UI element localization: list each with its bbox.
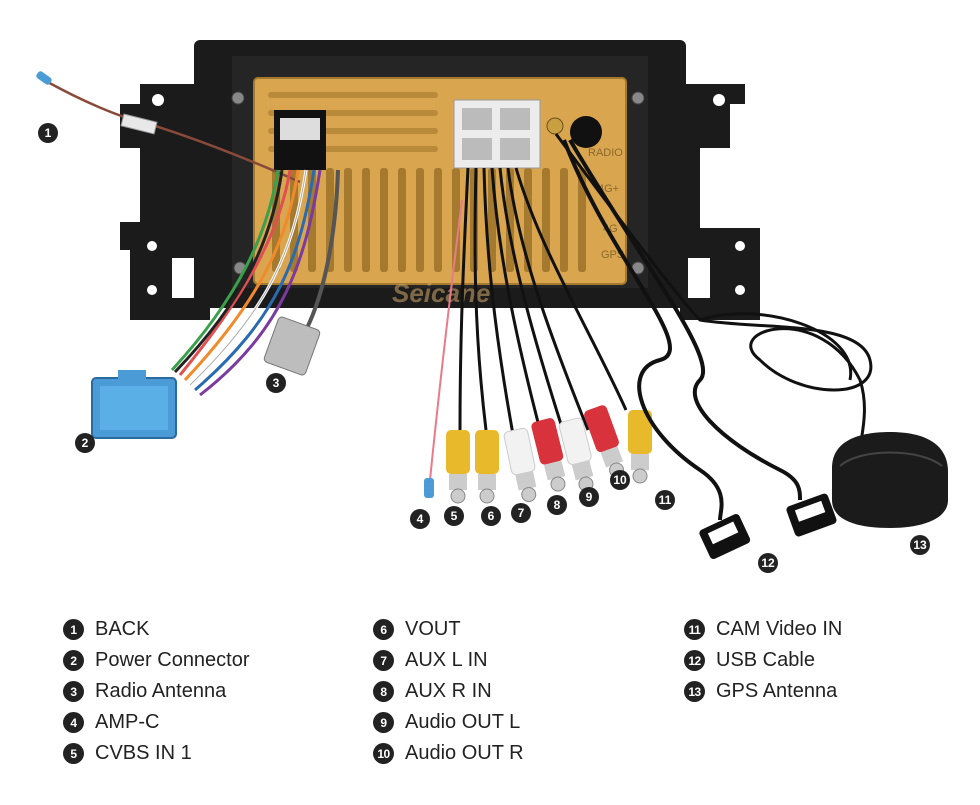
main-harness-socket bbox=[274, 110, 326, 170]
legend-number-badge: 8 bbox=[373, 681, 394, 702]
legend-label: GPS Antenna bbox=[716, 680, 838, 702]
svg-text:4: 4 bbox=[417, 512, 424, 526]
callout-2: 2 bbox=[75, 433, 95, 453]
legend-number-badge: 4 bbox=[63, 712, 84, 733]
callout-11: 11 bbox=[655, 490, 675, 510]
radio-antenna-socket bbox=[570, 116, 602, 148]
legend-item-amp-c: 4 AMP-C bbox=[63, 707, 250, 738]
svg-text:13: 13 bbox=[913, 538, 927, 552]
legend-label: AUX L IN bbox=[405, 649, 488, 671]
callout-13: 13 bbox=[910, 535, 930, 555]
legend-label: Power Connector bbox=[95, 649, 250, 671]
callout-1: 1 bbox=[38, 123, 58, 143]
svg-text:11: 11 bbox=[659, 493, 672, 507]
legend-item-audio-out-r: 10 Audio OUT R bbox=[373, 738, 524, 769]
svg-text:6: 6 bbox=[488, 509, 495, 523]
legend-label: CAM Video IN bbox=[716, 618, 843, 640]
usb-plug-2 bbox=[786, 493, 837, 537]
legend-item-back: 1 BACK bbox=[63, 614, 250, 645]
callout-4: 4 bbox=[410, 509, 430, 529]
svg-text:2: 2 bbox=[82, 436, 89, 450]
callout-5: 5 bbox=[444, 506, 464, 526]
callout-6: 6 bbox=[481, 506, 501, 526]
legend-label: Audio OUT R bbox=[405, 742, 524, 764]
svg-text:10: 10 bbox=[613, 473, 627, 487]
legend-label: VOUT bbox=[405, 618, 461, 640]
power-connector bbox=[91, 370, 177, 439]
callout-9: 9 bbox=[579, 487, 599, 507]
legend-number-badge: 12 bbox=[684, 650, 705, 671]
legend-column-3: 11 CAM Video IN 12 USB Cable 13 GPS Antenna bbox=[684, 614, 842, 707]
callout-badges: 1 2 3 4 5 6 7 8 9 10 11 12 13 bbox=[38, 123, 930, 573]
amp-c-tip bbox=[424, 478, 434, 498]
legend-number-badge: 1 bbox=[63, 619, 84, 640]
legend-label: AMP-C bbox=[95, 711, 160, 733]
legend-number-badge: 9 bbox=[373, 712, 394, 733]
callout-7: 7 bbox=[511, 503, 531, 523]
legend-number-badge: 10 bbox=[373, 743, 394, 764]
legend-column-2: 6 VOUT 7 AUX L IN 8 AUX R IN 9 Audio OUT L 1… bbox=[373, 614, 524, 769]
callout-8: 8 bbox=[547, 495, 567, 515]
legend-label: Radio Antenna bbox=[95, 680, 227, 702]
legend-number-badge: 7 bbox=[373, 650, 394, 671]
gps-antenna-puck bbox=[832, 432, 948, 528]
gps-antenna-socket bbox=[546, 117, 564, 135]
svg-text:3: 3 bbox=[273, 376, 280, 390]
legend-item-power-connector: 2 Power Connector bbox=[63, 645, 250, 676]
legend-number-badge: 3 bbox=[63, 681, 84, 702]
legend-label: CVBS IN 1 bbox=[95, 742, 192, 764]
svg-text:12: 12 bbox=[761, 556, 775, 570]
legend-item-vout: 6 VOUT bbox=[373, 614, 524, 645]
legend-label: AUX R IN bbox=[405, 680, 492, 702]
av-harness-socket bbox=[453, 99, 541, 169]
legend-item-cam-video-in: 11 CAM Video IN bbox=[684, 614, 842, 645]
watermark: Seicane bbox=[392, 278, 490, 308]
legend-item-aux-r-in: 8 AUX R IN bbox=[373, 676, 524, 707]
gps-cable bbox=[554, 133, 873, 451]
svg-text:7: 7 bbox=[518, 506, 525, 520]
svg-text:1: 1 bbox=[45, 126, 52, 140]
legend-number-badge: 5 bbox=[63, 743, 84, 764]
back-wire-tip bbox=[36, 71, 52, 85]
legend-item-usb-cable: 12 USB Cable bbox=[684, 645, 842, 676]
board-label-radio: RADIO bbox=[588, 147, 623, 159]
legend-label: Audio OUT L bbox=[405, 711, 521, 733]
usb-cables bbox=[562, 138, 802, 521]
legend-number-badge: 13 bbox=[684, 681, 705, 702]
callout-12: 12 bbox=[758, 553, 778, 573]
wiring-diagram: RADIO 4G+ 4G GPS Seicane bbox=[36, 40, 948, 573]
svg-text:8: 8 bbox=[554, 498, 561, 512]
legend-number-badge: 11 bbox=[684, 619, 705, 640]
av-cables bbox=[458, 167, 628, 441]
rca-plugs bbox=[446, 405, 652, 504]
power-harness-wires bbox=[170, 169, 322, 397]
usb-plug-1 bbox=[699, 514, 751, 559]
callout-10: 10 bbox=[610, 470, 630, 490]
svg-text:9: 9 bbox=[586, 490, 593, 504]
callout-3: 3 bbox=[266, 373, 286, 393]
legend-number-badge: 6 bbox=[373, 619, 394, 640]
legend-number-badge: 2 bbox=[63, 650, 84, 671]
radio-antenna-connector bbox=[263, 169, 340, 376]
legend-item-aux-l-in: 7 AUX L IN bbox=[373, 645, 524, 676]
legend-item-radio-antenna: 3 Radio Antenna bbox=[63, 676, 250, 707]
legend-item-audio-out-l: 9 Audio OUT L bbox=[373, 707, 524, 738]
legend-label: BACK bbox=[95, 618, 150, 640]
legend-item-gps-antenna: 13 GPS Antenna bbox=[684, 676, 842, 707]
legend-item-cvbs-in-1: 5 CVBS IN 1 bbox=[63, 738, 250, 769]
legend-label: USB Cable bbox=[716, 649, 815, 671]
svg-text:5: 5 bbox=[451, 509, 458, 523]
